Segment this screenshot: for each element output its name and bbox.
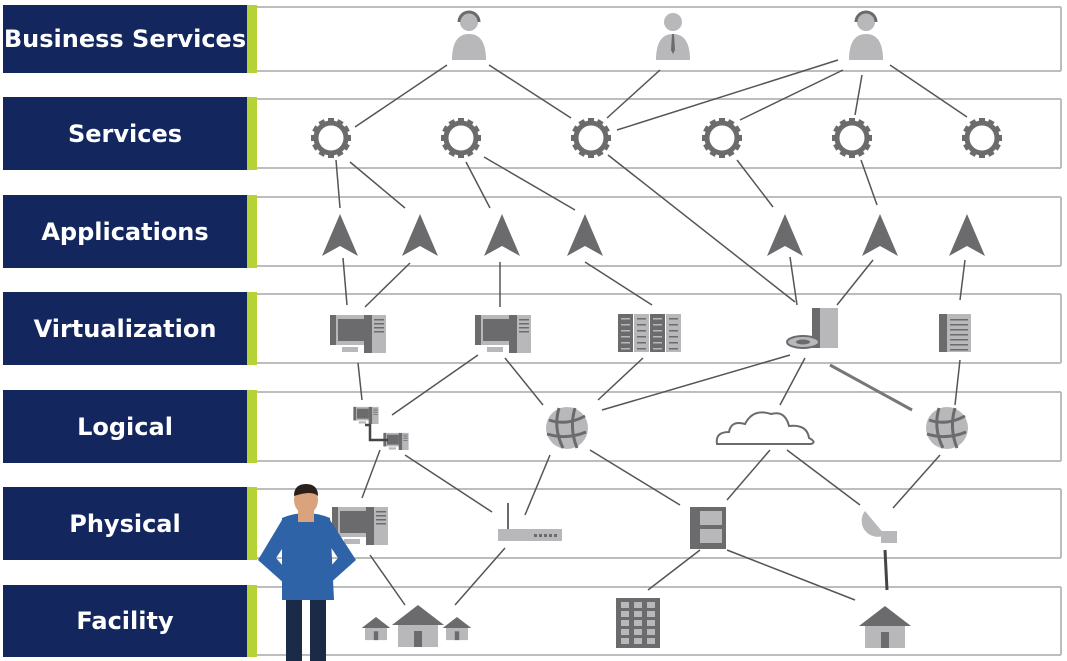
layer-label-business-services: Business Services: [3, 5, 247, 73]
headset-user-icon: [452, 10, 486, 60]
connector-line: [504, 357, 544, 406]
gear-icon: [962, 118, 1002, 158]
connector-line: [524, 454, 551, 516]
connector-line: [483, 156, 576, 211]
connector-line: [584, 261, 653, 306]
layer-accent-bar: [247, 390, 257, 463]
connector-line: [364, 262, 411, 308]
application-arrow-icon: [484, 214, 520, 256]
businessman-figure: [258, 484, 356, 661]
globe-icon: [926, 407, 968, 449]
connector-line: [889, 64, 968, 118]
application-arrow-icon: [949, 214, 985, 256]
layer-label-logical: Logical: [3, 390, 247, 463]
application-arrow-icon: [767, 214, 803, 256]
layer-accent-bar: [247, 585, 257, 657]
connector-line: [361, 449, 381, 499]
connector-line: [726, 449, 771, 501]
connector-line: [726, 549, 856, 601]
networked-computer-icon: [383, 432, 409, 450]
connector-line: [789, 256, 798, 306]
connector-line: [779, 357, 806, 406]
network-link-icon: [365, 423, 388, 442]
globe-icon: [546, 407, 588, 449]
house-icon: [361, 617, 391, 641]
desktop-computer-icon: [330, 315, 386, 353]
connector-line: [357, 362, 363, 401]
connector-line: [454, 547, 506, 606]
user-icon: [656, 13, 690, 60]
connector-line: [349, 161, 406, 209]
connector-line: [739, 69, 844, 121]
connector-line: [607, 154, 796, 303]
server-rack-icon: [618, 314, 681, 352]
connector-line: [959, 259, 966, 301]
satellite-dish-icon: [861, 511, 897, 543]
gear-icon: [702, 118, 742, 158]
connector-line: [391, 354, 479, 416]
connector-line: [335, 159, 341, 209]
desktop-computer-icon: [332, 507, 388, 545]
application-arrow-icon: [322, 214, 358, 256]
connector-line: [854, 74, 863, 116]
layer-label-services: Services: [3, 97, 247, 170]
connector-line: [465, 161, 491, 209]
connector-line: [597, 357, 644, 401]
router-icon: [498, 503, 562, 541]
headset-user-icon: [849, 10, 883, 60]
switch-panel-icon: [690, 507, 726, 549]
gear-icon: [832, 118, 872, 158]
application-arrow-icon: [567, 214, 603, 256]
connector-line: [829, 363, 913, 412]
house-icon: [392, 605, 444, 647]
connector-line: [786, 449, 861, 506]
layer-label-applications: Applications: [3, 195, 247, 268]
connector-line: [647, 549, 701, 591]
gear-icon: [571, 118, 611, 158]
storage-server-icon: [786, 308, 838, 349]
connector-line: [736, 159, 774, 208]
connector-line: [589, 449, 681, 506]
connector-line: [354, 64, 448, 128]
house-icon: [859, 606, 911, 648]
cloud-icon: [715, 411, 815, 445]
layer-label-facility: Facility: [3, 585, 247, 657]
connector-line: [342, 257, 348, 306]
application-arrow-icon: [402, 214, 438, 256]
connector-line: [860, 159, 878, 206]
server-tower-icon: [939, 314, 971, 352]
layer-accent-bar: [247, 195, 257, 268]
connector-line: [954, 359, 961, 406]
layer-label-virtualization: Virtualization: [3, 292, 247, 365]
connector-line: [488, 64, 572, 119]
connector-line: [369, 554, 406, 606]
layer-label-physical: Physical: [3, 487, 247, 560]
connector-line: [601, 354, 791, 411]
desktop-computer-icon: [475, 315, 531, 353]
connector-line: [883, 549, 889, 591]
networked-computer-icon: [353, 406, 379, 424]
connector-line: [606, 69, 661, 119]
layer-accent-bar: [247, 487, 257, 560]
layer-accent-bar: [247, 5, 257, 73]
connector-line: [616, 59, 839, 131]
house-icon: [442, 617, 472, 641]
office-building-icon: [616, 598, 660, 648]
gear-icon: [441, 118, 481, 158]
layer-accent-bar: [247, 292, 257, 365]
connector-line: [892, 454, 941, 509]
application-arrow-icon: [862, 214, 898, 256]
layer-accent-bar: [247, 97, 257, 170]
connector-line: [404, 454, 493, 513]
gear-icon: [311, 118, 351, 158]
connector-line: [836, 259, 874, 306]
